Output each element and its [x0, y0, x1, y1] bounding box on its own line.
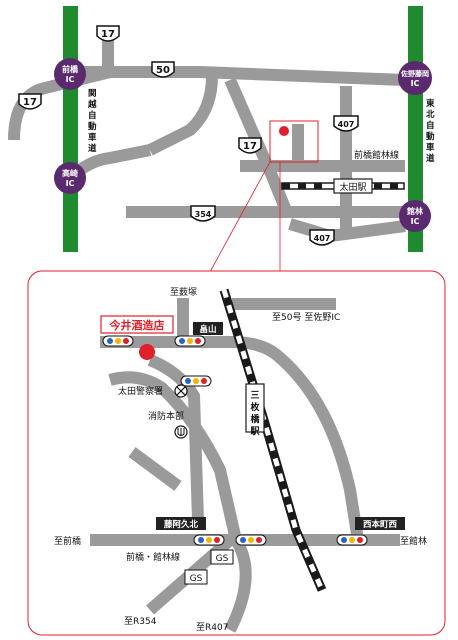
- traffic-signal-mid: [235, 534, 267, 546]
- shop-marker: 今井酒造店: [100, 315, 174, 360]
- label-police: 太田警察署: [118, 385, 163, 397]
- route-shield-50: 50: [151, 61, 175, 78]
- road-vert-407: [224, 536, 252, 633]
- inset-locator-frame: [269, 120, 319, 163]
- inset-connector-left: [209, 161, 271, 273]
- label-r50-sano: 至50号 至佐野IC: [272, 311, 340, 323]
- route-shield-354: 354: [190, 205, 216, 222]
- label-maebashi: 至前橋: [54, 535, 81, 547]
- shop-name-box: [100, 315, 174, 334]
- traffic-signal-fujiokukita: [193, 534, 225, 546]
- gas-station-lower: GS: [184, 569, 208, 585]
- hatayama-sign: 畠山: [193, 322, 223, 335]
- svg-text:354: 354: [195, 210, 212, 219]
- label-fire: 消防本部: [148, 410, 184, 422]
- traffic-signal-police: [180, 375, 212, 387]
- gas-station-upper: GS: [210, 549, 234, 565]
- station-sanmaibashi-label: 三枚橋駅: [250, 390, 260, 437]
- nishihoncho-sign: 西本町西: [355, 517, 405, 530]
- ic-takasaki-line1: 高崎: [62, 168, 78, 178]
- detail-railway: [219, 288, 327, 592]
- ic-maebashi-line1: 前橋: [62, 64, 79, 74]
- ic-sano-line2: IC: [411, 79, 420, 88]
- overview-line-label: 前橋館林線: [354, 149, 399, 161]
- road-left-curve: [108, 371, 242, 542]
- ic-maebashi-line2: IC: [66, 75, 75, 84]
- expressway-east-label: 東北自動車道: [426, 98, 435, 164]
- svg-text:407: 407: [314, 234, 331, 243]
- detail-map: 三枚橋駅 今井酒造店 畠山 藤阿久北 西本町西: [54, 286, 427, 633]
- label-r407: 至R407: [196, 622, 228, 633]
- ic-sano-line1: 佐野藤岡: [400, 69, 429, 78]
- label-tatebayashi: 至館林: [400, 535, 427, 547]
- svg-text:藤阿久北: 藤阿久北: [163, 519, 199, 530]
- label-yabuzuka: 至薮塚: [170, 286, 197, 298]
- label-maebashi-tatebayashi: 前橋・館林線: [126, 551, 180, 563]
- svg-text:GS: GS: [216, 554, 229, 564]
- station-label: 太田駅: [339, 181, 366, 193]
- traffic-signal-nishihoncho: [336, 534, 368, 546]
- expressway-west-label: 関越自動車道: [87, 88, 97, 154]
- road-r50: [70, 66, 406, 86]
- road-police: [147, 354, 204, 521]
- ic-tatebayashi-line2: IC: [411, 217, 420, 226]
- svg-text:西本町西: 西本町西: [363, 519, 398, 530]
- svg-text:17: 17: [243, 141, 257, 152]
- svg-text:407: 407: [338, 120, 355, 129]
- route-shield-17-center: 17: [238, 137, 262, 154]
- road-top-ew: [100, 336, 364, 541]
- road-diagonal: [224, 77, 291, 211]
- ic-takasaki: 高崎 IC: [54, 162, 86, 194]
- shop-pin: [139, 344, 155, 360]
- station-box: [333, 178, 373, 194]
- station-sanmaibashi: 三枚橋駅: [245, 383, 265, 437]
- route-shield-17-north: 17: [96, 25, 120, 42]
- road-diag-small: [128, 447, 182, 491]
- ic-tatebayashi-line1: 館林: [406, 206, 423, 216]
- ic-maebashi: 前橋 IC: [54, 58, 86, 90]
- svg-text:50: 50: [156, 65, 170, 76]
- overview-map: 前橋 IC 高崎 IC 佐野藤岡 IC 館林 IC 関越自動車道 東北自動車道: [8, 6, 435, 273]
- svg-text:GS: GS: [190, 574, 203, 584]
- svg-text:畠山: 畠山: [199, 324, 216, 335]
- expressway-kanetsu: [63, 6, 78, 252]
- police-icon: [174, 384, 188, 398]
- label-r354: 至R354: [124, 616, 157, 627]
- fire-station-icon: [174, 425, 188, 439]
- fujiokukita-sign: 藤阿久北: [156, 517, 206, 530]
- traffic-signal-shop: [102, 335, 134, 347]
- svg-text:17: 17: [23, 97, 37, 108]
- shop-name: 今井酒造店: [109, 318, 165, 332]
- overview-shop-pin: [279, 126, 289, 136]
- svg-text:17: 17: [101, 29, 115, 40]
- route-shield-407-south: 407: [309, 229, 335, 246]
- ic-tatebayashi: 館林 IC: [399, 200, 431, 232]
- overview-railway: 太田駅: [281, 178, 405, 194]
- rail-stripes: [221, 289, 325, 591]
- ic-sano: 佐野藤岡 IC: [398, 61, 432, 95]
- route-shield-407-north: 407: [333, 115, 359, 132]
- traffic-signal-hatayama: [174, 335, 206, 347]
- route-shield-17-west: 17: [18, 93, 42, 110]
- ic-takasaki-line2: IC: [66, 179, 75, 188]
- road-center-north: [147, 75, 218, 156]
